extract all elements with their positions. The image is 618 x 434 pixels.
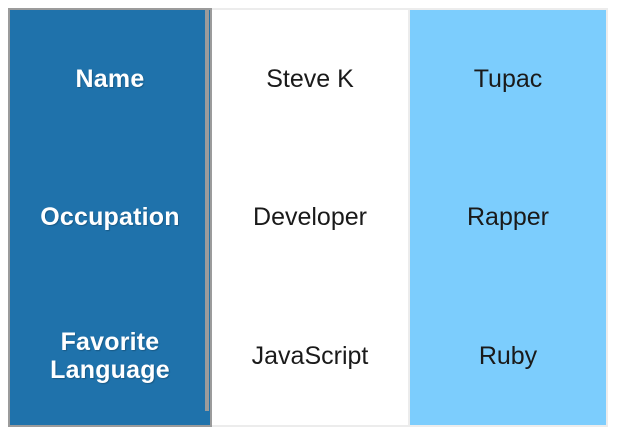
table-cell-label-favorite-language: Favorite Language <box>50 327 170 384</box>
table-cell-person-b-name: Tupac <box>473 65 543 94</box>
table-column-person-b: Tupac Rapper Ruby <box>410 8 608 427</box>
comparison-table: Name Occupation Favorite Language Steve … <box>8 8 608 427</box>
table-cell-person-b-occupation: Rapper <box>467 203 549 232</box>
table-cell-person-b-favorite-language: Ruby <box>478 341 538 370</box>
table-cell-label-occupation: Occupation <box>40 203 180 232</box>
table-cell-person-a-name: Steve K <box>266 65 354 94</box>
table-cell-person-a-occupation: Developer <box>253 203 367 232</box>
column-divider <box>205 8 209 411</box>
table-cell-person-a-favorite-language: JavaScript <box>251 341 369 370</box>
table-column-person-a: Steve K Developer JavaScript <box>212 8 410 427</box>
table-cell-label-name: Name <box>75 65 145 94</box>
table-column-labels: Name Occupation Favorite Language <box>8 8 212 427</box>
